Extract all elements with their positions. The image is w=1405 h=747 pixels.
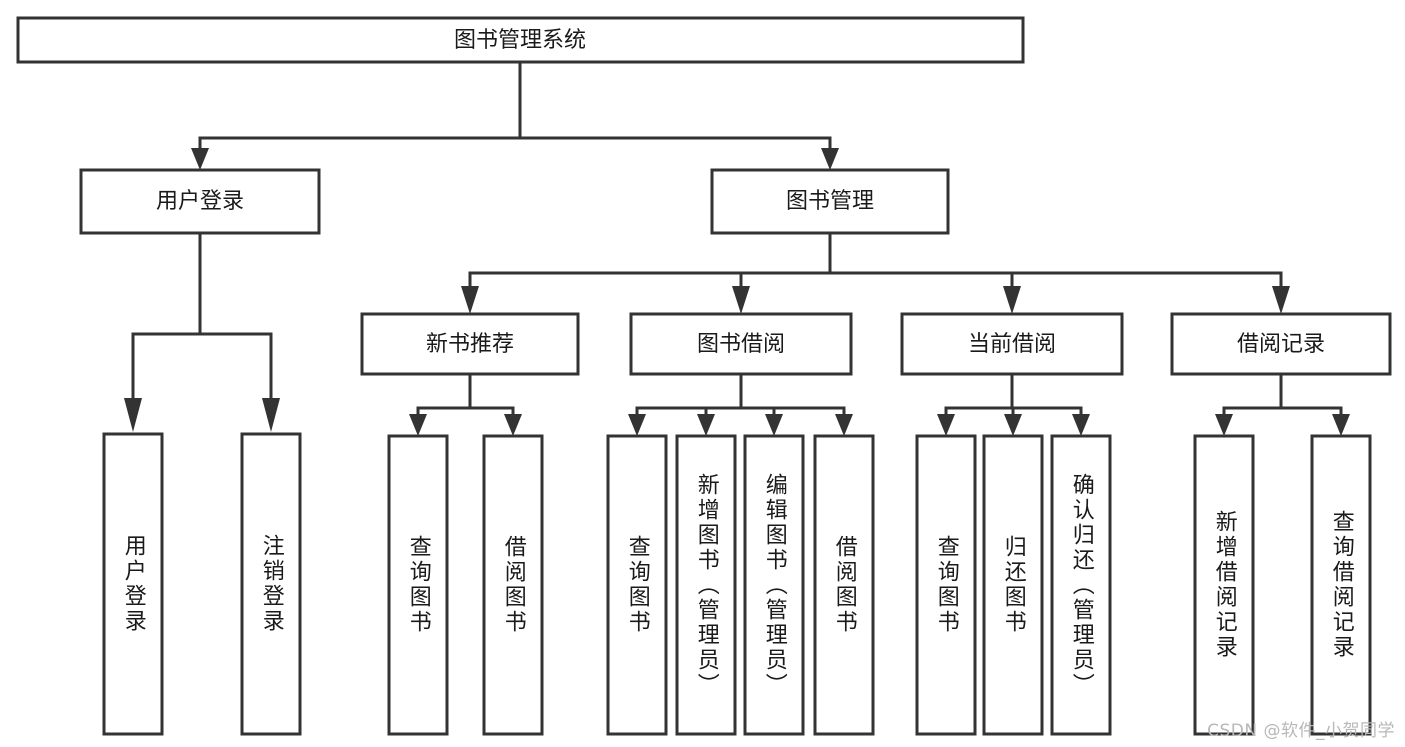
arrow-userlogin-leaf-2 (262, 398, 280, 432)
node-current-borrow[interactable] (900, 312, 1124, 376)
arrow-bookmgmt-to-current (1003, 286, 1021, 314)
node-book-management[interactable] (710, 168, 950, 235)
node-book-management-label: 图书管理 (786, 189, 874, 214)
node-leaf-current-borrow-2[interactable] (982, 434, 1044, 736)
arrow-borrow-leaf-2 (697, 414, 715, 436)
node-leaf-borrow-record-1[interactable] (1193, 434, 1255, 736)
node-leaf-book-borrow-4[interactable] (813, 434, 875, 736)
node-leaf-new-book-2[interactable] (482, 434, 544, 736)
arrow-newbook-leaf-2 (504, 414, 522, 436)
arrow-root-to-user-login (191, 148, 209, 170)
node-book-borrow[interactable] (629, 312, 853, 376)
arrow-newbook-leaf-1 (409, 414, 427, 436)
node-current-borrow-label: 当前借阅 (968, 332, 1056, 357)
connectors-layer (124, 60, 1350, 436)
node-user-login[interactable] (79, 168, 321, 235)
arrow-record-leaf-2 (1332, 414, 1350, 436)
node-leaf-user-login-1[interactable] (102, 432, 164, 736)
arrow-borrow-leaf-1 (628, 414, 646, 436)
node-leaf-borrow-record-2[interactable] (1310, 434, 1372, 736)
arrow-bookmgmt-to-new-book (461, 286, 479, 314)
node-leaf-current-borrow-3[interactable] (1050, 434, 1112, 736)
arrow-bookmgmt-to-borrow (732, 286, 750, 314)
node-leaf-book-borrow-2[interactable] (675, 434, 737, 736)
node-leaf-book-borrow-1[interactable] (606, 434, 668, 736)
node-user-login-label: 用户登录 (156, 189, 244, 214)
node-new-book-recommend-label: 新书推荐 (426, 332, 514, 357)
arrow-borrow-leaf-4 (835, 414, 853, 436)
arrow-current-leaf-1 (937, 414, 955, 436)
node-leaf-user-login-2[interactable] (240, 432, 302, 736)
arrow-record-leaf-1 (1215, 414, 1233, 436)
node-borrow-record-label: 借阅记录 (1237, 332, 1325, 357)
node-root-label: 图书管理系统 (454, 28, 586, 53)
arrow-borrow-leaf-3 (765, 414, 783, 436)
watermark: CSDN @软件_小贺同学 (1207, 721, 1395, 741)
arrow-userlogin-leaf-1 (124, 398, 142, 432)
boxes-layer: 图书管理系统 用户登录 图书管理 新书推荐 图书借阅 当前借阅 借阅记录 (16, 16, 1392, 736)
arrow-current-leaf-2 (1004, 414, 1022, 436)
node-leaf-new-book-1[interactable] (387, 434, 449, 736)
node-leaf-book-borrow-3[interactable] (743, 434, 805, 736)
node-book-borrow-label: 图书借阅 (697, 332, 785, 357)
arrow-current-leaf-3 (1072, 414, 1090, 436)
arrow-root-to-book-mgmt (821, 148, 839, 170)
node-borrow-record[interactable] (1170, 312, 1392, 376)
node-new-book-recommend[interactable] (360, 312, 580, 376)
node-leaf-current-borrow-1[interactable] (915, 434, 977, 736)
arrow-bookmgmt-to-record (1272, 286, 1290, 314)
node-root[interactable] (16, 16, 1025, 64)
